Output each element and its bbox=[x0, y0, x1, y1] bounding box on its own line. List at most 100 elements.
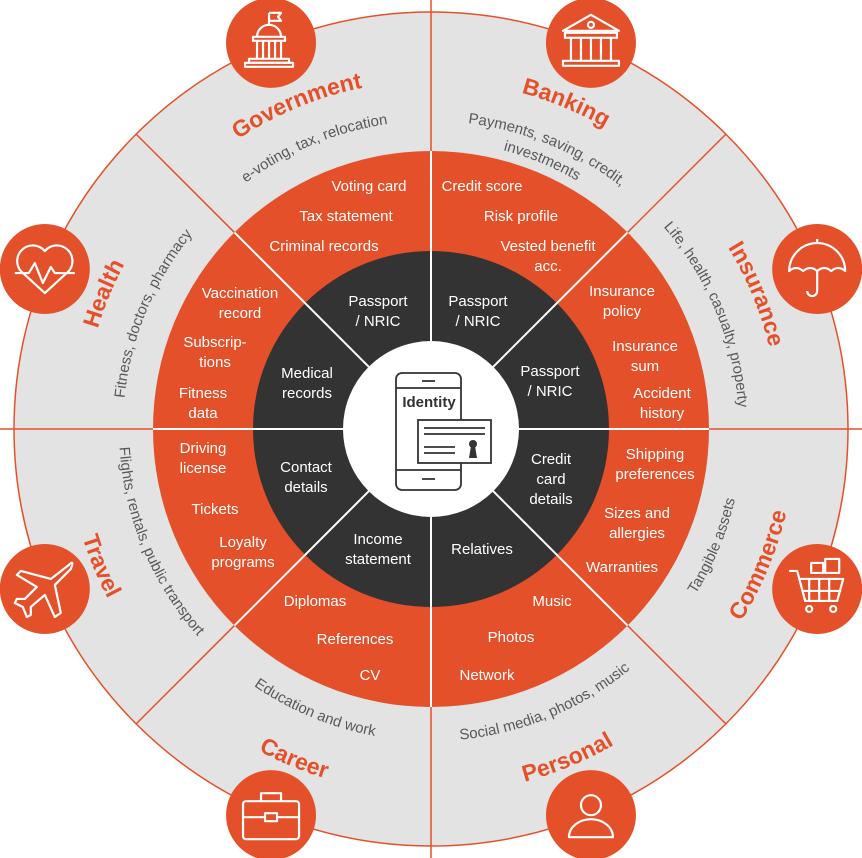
phone-id-card-icon bbox=[395, 372, 492, 491]
core-document-line: Contact bbox=[280, 459, 333, 476]
core-document-line: Passport bbox=[520, 363, 580, 380]
core-document: Passport / NRIC bbox=[520, 363, 580, 400]
person-icon bbox=[567, 794, 615, 839]
data-item: Shipping preferences bbox=[615, 446, 694, 483]
data-item: Risk profile bbox=[484, 208, 558, 225]
data-item: Criminal records bbox=[269, 238, 378, 255]
core-document: Passport / NRIC bbox=[348, 293, 408, 330]
data-item-line: Network bbox=[459, 667, 515, 684]
data-item-line: Warranties bbox=[586, 559, 658, 576]
data-item-line: allergies bbox=[609, 525, 665, 542]
core-document-line: / NRIC bbox=[528, 383, 573, 400]
data-item-line: References bbox=[317, 631, 394, 648]
airplane-icon bbox=[13, 561, 74, 619]
core-document: Medical records bbox=[281, 365, 333, 402]
briefcase-icon bbox=[241, 792, 301, 841]
data-item-line: history bbox=[640, 405, 685, 422]
sector-divider bbox=[627, 625, 727, 725]
data-item: Insurance policy bbox=[589, 283, 655, 320]
briefcase-icon-badge bbox=[226, 770, 317, 858]
data-item-line: Criminal records bbox=[269, 238, 378, 255]
umbrella-icon-badge bbox=[772, 224, 862, 315]
data-item: Fitness data bbox=[179, 385, 227, 422]
data-item-line: Insurance bbox=[612, 338, 678, 355]
data-item: Sizes and allergies bbox=[604, 505, 670, 542]
core-document-line: Medical bbox=[281, 365, 333, 382]
core-document-line: Income bbox=[353, 531, 402, 548]
core-document-line: Passport bbox=[448, 293, 508, 310]
data-item: Diplomas bbox=[284, 593, 347, 610]
data-item-line: Insurance bbox=[589, 283, 655, 300]
icon-circle bbox=[772, 543, 862, 634]
data-item: Accident history bbox=[633, 385, 691, 422]
data-item-line: programs bbox=[211, 554, 274, 571]
data-item: Voting card bbox=[331, 178, 406, 195]
data-item-line: preferences bbox=[615, 466, 694, 483]
data-item: CV bbox=[360, 667, 381, 684]
core-document-line: records bbox=[282, 385, 332, 402]
data-item-line: Photos bbox=[488, 629, 535, 646]
shopping-cart-icon bbox=[789, 557, 845, 614]
center-label: Identity bbox=[402, 394, 456, 411]
core-document-line: Relatives bbox=[451, 541, 513, 558]
heart-rate-icon-badge bbox=[0, 224, 90, 315]
data-item: Loyalty programs bbox=[211, 534, 274, 571]
bank-icon bbox=[561, 13, 621, 67]
ring-divider bbox=[233, 231, 370, 368]
core-document-line: / NRIC bbox=[356, 313, 401, 330]
data-item-line: policy bbox=[603, 303, 642, 320]
core-document-line: Passport bbox=[348, 293, 408, 310]
inner-dividers bbox=[153, 151, 709, 707]
data-item: References bbox=[317, 631, 394, 648]
core-document-line: statement bbox=[345, 551, 412, 568]
data-item-line: Music bbox=[532, 593, 572, 610]
data-item-line: Accident bbox=[633, 385, 691, 402]
heart-rate-icon bbox=[14, 244, 75, 295]
data-item: Credit score bbox=[442, 178, 523, 195]
core-document: Passport / NRIC bbox=[448, 293, 508, 330]
umbrella-icon bbox=[788, 239, 847, 298]
icon-circle bbox=[0, 543, 90, 634]
capitol-building-icon-badge bbox=[226, 0, 317, 88]
ring-divider bbox=[492, 490, 629, 627]
data-item-line: Vaccination bbox=[202, 285, 278, 302]
bank-icon-badge bbox=[545, 0, 636, 88]
core-document-line: details bbox=[529, 491, 572, 508]
data-item-line: Credit score bbox=[442, 178, 523, 195]
core-document: Income statement bbox=[345, 531, 412, 568]
data-item-line: Sizes and bbox=[604, 505, 670, 522]
data-item: Photos bbox=[488, 629, 535, 646]
sector-divider bbox=[135, 133, 235, 233]
data-item-line: data bbox=[188, 405, 218, 422]
data-item-line: Tax statement bbox=[299, 208, 393, 225]
sector-divider bbox=[135, 625, 235, 725]
data-item: Subscrip-tions bbox=[183, 334, 246, 371]
data-item: Tax statement bbox=[299, 208, 393, 225]
data-item: Tickets bbox=[192, 501, 239, 518]
data-item-line: CV bbox=[360, 667, 381, 684]
data-item: Warranties bbox=[586, 559, 658, 576]
data-item-line: Tickets bbox=[192, 501, 239, 518]
data-item-line: license bbox=[180, 460, 227, 477]
data-item-line: Loyalty bbox=[219, 534, 267, 551]
icon-circle bbox=[0, 224, 90, 315]
data-item-line: Fitness bbox=[179, 385, 227, 402]
shopping-cart-icon-badge bbox=[772, 543, 862, 634]
icon-circle bbox=[772, 224, 862, 315]
core-document-line: Credit bbox=[531, 451, 572, 468]
core-document-line: / NRIC bbox=[456, 313, 501, 330]
data-item-line: Subscrip- bbox=[183, 334, 246, 351]
data-item-line: Risk profile bbox=[484, 208, 558, 225]
data-item-line: acc. bbox=[534, 258, 562, 275]
person-icon-badge bbox=[545, 770, 636, 858]
ring-divider bbox=[492, 231, 629, 368]
data-item-line: tions bbox=[199, 354, 231, 371]
data-item-line: Shipping bbox=[626, 446, 684, 463]
sector-divider bbox=[627, 133, 727, 233]
